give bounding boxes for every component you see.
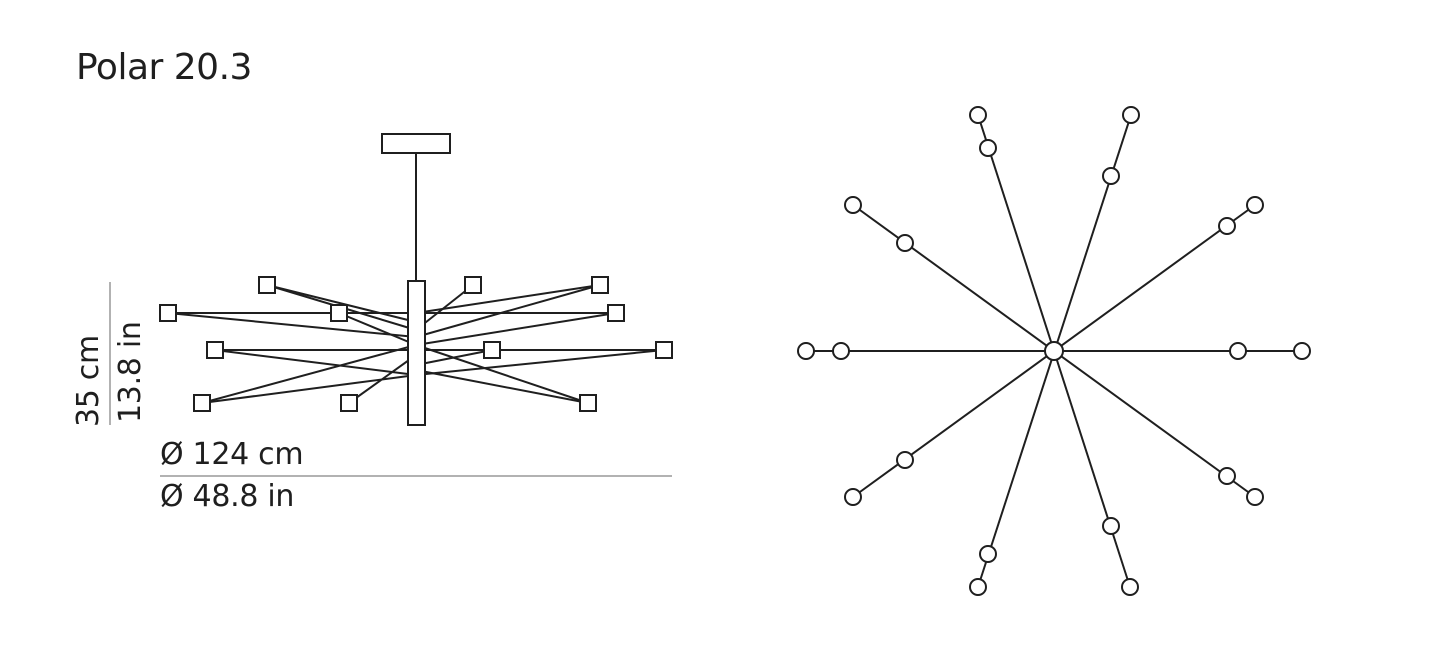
lamp-head	[579, 394, 597, 412]
lamp-head	[1293, 342, 1311, 360]
lamp-head	[1122, 106, 1140, 124]
lamp-head	[896, 234, 914, 252]
lamp-head	[1121, 578, 1139, 596]
arm	[167, 312, 417, 338]
lamp-head	[591, 276, 609, 294]
dimension-guides	[109, 282, 672, 477]
lamp-head	[896, 451, 914, 469]
arm	[338, 312, 417, 346]
lamp-head	[1218, 467, 1236, 485]
arm	[214, 349, 417, 376]
lamp-head	[607, 304, 625, 322]
side-elevation	[159, 133, 673, 426]
lamp-head	[969, 106, 987, 124]
lamp-head	[330, 304, 348, 322]
lamp-head	[655, 341, 673, 359]
arm	[266, 284, 417, 323]
lamp-head	[979, 139, 997, 157]
diameter-cm-label: Ø 124 cm	[160, 437, 304, 472]
product-title: Polar 20.3	[76, 47, 252, 88]
lamp-head	[844, 196, 862, 214]
lamp-head	[206, 341, 224, 359]
lamp-head	[1246, 196, 1264, 214]
lamp-head	[1102, 517, 1120, 535]
lamp-head	[979, 545, 997, 563]
arm	[415, 284, 601, 314]
plan-view	[797, 106, 1311, 596]
lamp-head	[969, 578, 987, 596]
lamp-head	[258, 276, 276, 294]
lamp-head	[832, 342, 850, 360]
lamp-head	[1102, 167, 1120, 185]
central-hub	[1044, 341, 1064, 361]
lamp-head	[464, 276, 482, 294]
arm	[415, 284, 601, 338]
arm	[415, 344, 589, 404]
central-body	[407, 280, 426, 426]
arm	[348, 354, 417, 404]
lamp-head	[340, 394, 358, 412]
diameter-in-label: Ø 48.8 in	[160, 479, 295, 514]
plan-lamp-heads	[797, 106, 1311, 596]
lamp-head	[159, 304, 177, 322]
lamp-head	[1229, 342, 1247, 360]
ceiling-canopy	[381, 133, 451, 154]
arm	[415, 369, 589, 404]
lamp-head	[193, 394, 211, 412]
side-lamp-heads	[159, 276, 673, 412]
arm	[415, 349, 665, 376]
lamp-head	[483, 341, 501, 359]
lamp-head	[1218, 217, 1236, 235]
lamp-head	[797, 342, 815, 360]
lamp-head	[844, 488, 862, 506]
arm	[201, 344, 417, 404]
lamp-head	[1246, 488, 1264, 506]
arm	[415, 312, 617, 346]
